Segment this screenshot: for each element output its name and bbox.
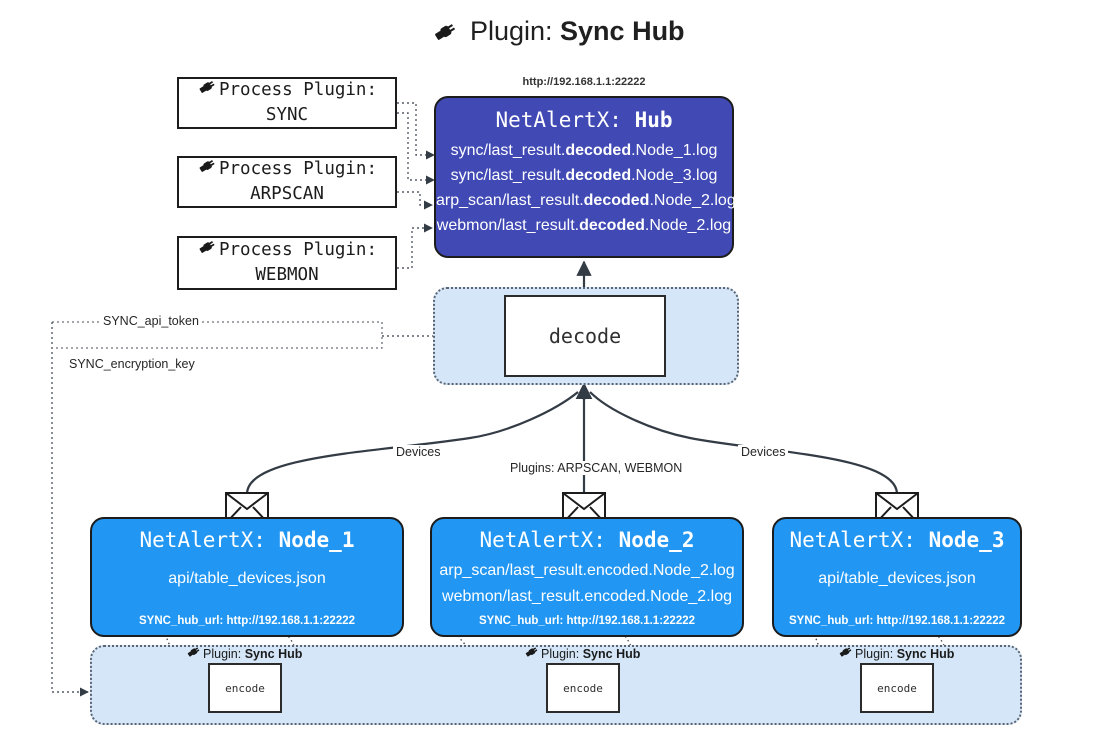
node-payload-line: api/table_devices.json [818,570,976,587]
encode-box-3[interactable]: encode [860,663,934,713]
process-plugin-name: WEBMON [255,265,319,285]
hub-log-line: sync/last_result.decoded.Node_1.log [436,139,732,164]
node-payload-line: webmon/last_result.encoded.Node_2.log [442,587,732,605]
hub-log-pre: arp_scan/last_result. [436,191,584,209]
hub-log-mid: decoded [579,216,645,234]
secret-label-api-token: SYNC_api_token [100,314,202,328]
hub-log-mid: decoded [583,191,650,209]
edge-label-devices-left: Devices [393,445,444,459]
hub-log-line: webmon/last_result.decoded.Node_2.log [436,214,732,239]
node-title-prefix: NetAlertX: [789,528,916,552]
node-footer: SYNC_hub_url: http://192.168.1.1:22222 [788,615,1006,627]
hub-log-line: arp_scan/last_result.decoded.Node_2.log [436,189,736,214]
process-plugin-webmon[interactable]: Process Plugin: WEBMON [177,236,397,290]
hub-log-post: .Node_2.log [649,191,736,209]
edge-secret-rail-to-encoders [51,322,89,697]
node-title: NetAlertX: Node_2 [432,528,742,552]
plug-icon [197,78,217,104]
process-plugin-sync[interactable]: Process Plugin: SYNC [177,77,397,129]
node-box-node-3[interactable]: NetAlertX: Node_3 api/table_devices.json… [772,517,1022,637]
edge-node3-to-decode [589,391,899,495]
hub-log-post: .Node_1.log [631,142,718,159]
page-title-name: Sync Hub [560,16,685,46]
node-payload-line: arp_scan/last_result.encoded.Node_2.log [439,562,735,579]
node-box-node-1[interactable]: NetAlertX: Node_1 api/table_devices.json… [90,517,404,637]
node-box-node-2[interactable]: NetAlertX: Node_2 arp_scan/last_result.e… [430,517,744,637]
hub-log-pre: sync/last_result. [450,142,566,159]
encode-caption-name: Sync Hub [244,646,303,661]
edge-sync-to-hub-1 [397,102,435,160]
encode-caption-prefix: Plugin: [541,646,580,661]
hub-title-prefix: NetAlertX: [495,108,622,132]
node-title: NetAlertX: Node_1 [92,528,402,552]
encode-caption-prefix: Plugin: [855,646,894,661]
hub-log-line: sync/last_result.decoded.Node_3.log [436,164,732,189]
edge-arpscan-to-hub [397,191,433,210]
plug-icon [186,645,201,662]
plug-icon [197,238,217,264]
hub-log-post: .Node_3.log [631,166,718,184]
encode-box-1[interactable]: encode [208,663,282,713]
node-title-name: Node_2 [618,528,695,552]
encode-caption-3: Plugin: Sync Hub [838,645,954,662]
node-title-name: Node_3 [928,528,1005,552]
edge-sync-to-hub-2 [397,112,435,185]
hub-log-pre: sync/last_result. [450,166,566,184]
hub-log-mid: decoded [565,166,632,184]
process-plugin-arpscan[interactable]: Process Plugin: ARPSCAN [177,156,397,208]
process-plugin-name: ARPSCAN [250,184,324,204]
node-footer: SYNC_hub_url: http://192.168.1.1:22222 [478,615,696,627]
hub-log-mid: decoded [565,142,632,159]
page-title-prefix: Plugin: [469,16,553,46]
node-title-name: Node_1 [278,528,355,552]
plug-icon [432,20,458,51]
hub-log-pre: webmon/last_result. [436,216,580,234]
encode-caption-1: Plugin: Sync Hub [186,645,302,662]
encode-caption-name: Sync Hub [896,646,955,661]
node-title: NetAlertX: Node_3 [774,528,1020,552]
edge-label-devices-right: Devices [738,445,789,459]
hub-title-name: Hub [634,108,673,132]
decode-box[interactable]: decode [504,295,666,377]
plug-icon [838,645,853,662]
hub-url-label: http://192.168.1.1:22222 [522,76,646,88]
encode-box-2[interactable]: encode [546,663,620,713]
process-plugin-label: Process Plugin: [218,159,378,180]
hub-box[interactable]: NetAlertX: Hub sync/last_result.decoded.… [434,96,736,258]
encode-caption-name: Sync Hub [582,646,641,661]
plug-icon [197,157,217,183]
process-plugin-label: Process Plugin: [218,80,378,101]
hub-title: NetAlertX: Hub [436,108,732,132]
encode-caption-2: Plugin: Sync Hub [524,645,640,662]
edge-label-plugins-center: Plugins: ARPSCAN, WEBMON [507,461,686,475]
secret-label-encryption-key: SYNC_encryption_key [66,357,198,371]
page-title: Plugin: Sync Hub [0,16,1117,51]
hub-log-post: .Node_2.log [644,216,732,234]
edge-webmon-to-hub [397,223,433,269]
plug-icon [524,645,539,662]
process-plugin-name: SYNC [265,105,309,125]
process-plugin-label: Process Plugin: [218,240,378,261]
node-title-prefix: NetAlertX: [479,528,606,552]
edge-node1-to-decode [245,391,579,495]
node-payload-line: api/table_devices.json [168,570,326,587]
encode-caption-prefix: Plugin: [203,646,242,661]
node-footer: SYNC_hub_url: http://192.168.1.1:22222 [138,615,356,627]
node-title-prefix: NetAlertX: [139,528,266,552]
